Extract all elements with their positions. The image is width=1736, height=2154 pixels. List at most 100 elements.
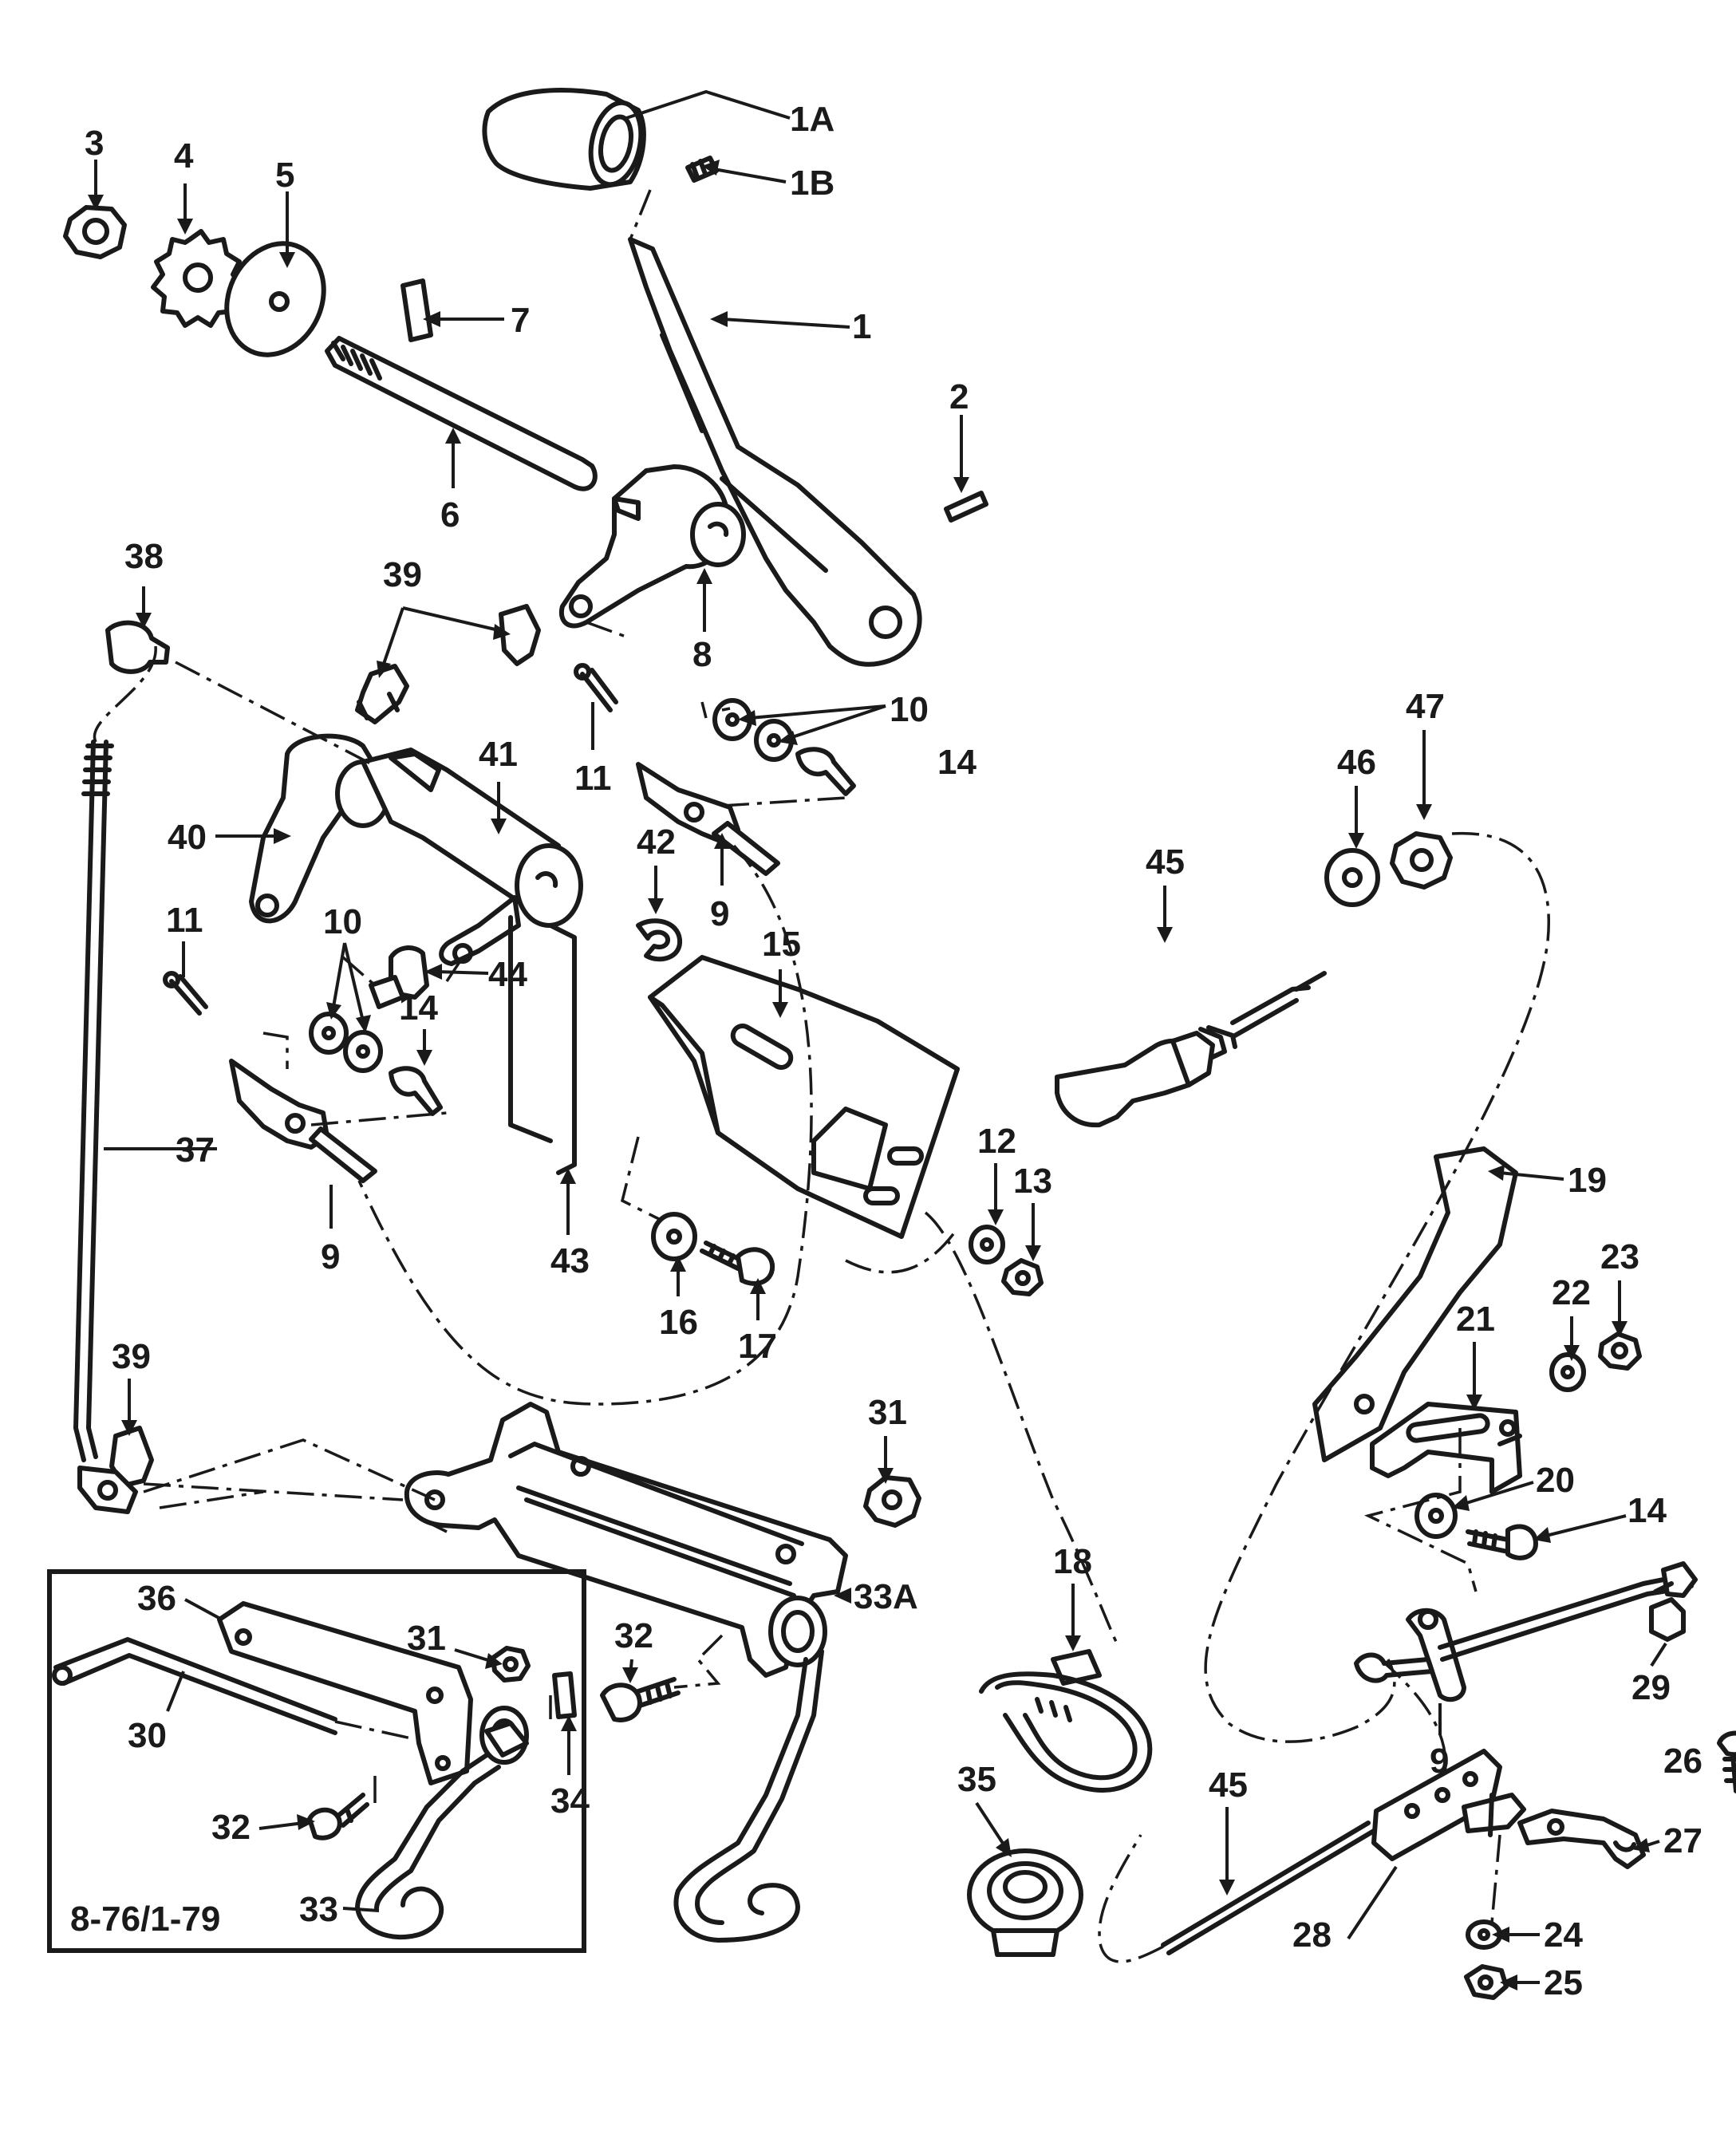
part-33-inset-pedal [355, 1706, 529, 1940]
callout-8: 8 [692, 635, 712, 674]
callout-31-upper: 31 [868, 1393, 907, 1432]
part-42-snap-ring [636, 918, 683, 962]
part-14-bolt-middle [389, 1066, 443, 1116]
part-22-lock-washer [1549, 1352, 1586, 1392]
part-32-bolt-upper [600, 1677, 681, 1722]
part-8-lever-arm [558, 464, 746, 629]
callout-33: 33 [299, 1890, 338, 1929]
part-4-star-washer [151, 229, 245, 328]
callout-36: 36 [137, 1579, 176, 1618]
callout-45-upper: 45 [1146, 842, 1185, 882]
part-31-nut-inset [491, 1646, 531, 1683]
part-27-cable-clip [1517, 1809, 1646, 1869]
part-44-swivel [369, 945, 429, 1009]
callout-13: 13 [1013, 1162, 1052, 1201]
part-9-clevis-upper [636, 762, 780, 876]
callout-10-lower: 10 [323, 902, 362, 941]
callout-5: 5 [275, 156, 294, 195]
callout-42: 42 [637, 823, 676, 862]
part-25-nut [1464, 1964, 1509, 2000]
callout-10-upper: 10 [890, 690, 929, 729]
callout-43: 43 [550, 1241, 590, 1280]
callout-21: 21 [1456, 1300, 1495, 1339]
callout-39-upper: 39 [383, 555, 422, 594]
callout-29: 29 [1631, 1668, 1671, 1707]
callout-34: 34 [550, 1781, 590, 1821]
callout-38: 38 [124, 537, 164, 576]
part-45-throttle-knob-cable [1055, 971, 1327, 1128]
part-35-rubber-grommet [967, 1848, 1083, 1957]
part-18-cable-strap [979, 1649, 1153, 1793]
part-43-link-rod [508, 915, 577, 1175]
part-23-nut [1598, 1331, 1642, 1371]
callout-7: 7 [511, 301, 530, 340]
callout-6: 6 [440, 495, 460, 535]
part-33a-pedal-bracket-assembly [404, 1402, 848, 1943]
callout-25: 25 [1544, 1963, 1583, 2002]
part-12-lock-washer [969, 1225, 1005, 1264]
callout-4: 4 [174, 136, 194, 176]
callout-leaders [88, 89, 1667, 1990]
callout-3: 3 [85, 124, 104, 163]
inset-frame [47, 1569, 586, 1953]
callout-14-middle: 14 [399, 988, 438, 1028]
callout-24: 24 [1544, 1915, 1583, 1955]
callout-30: 30 [128, 1716, 167, 1755]
callout-9-right: 9 [1430, 1742, 1449, 1781]
part-6-shaft [325, 336, 598, 491]
part-28-cable-clamp [1371, 1749, 1526, 1861]
phantom-lines [93, 189, 1550, 1963]
callout-35: 35 [957, 1760, 996, 1799]
part-3-nut [63, 205, 127, 259]
part-47-panel-nut [1390, 831, 1453, 890]
callout-31-inset: 31 [407, 1619, 446, 1658]
part-5-friction-washer [224, 241, 326, 357]
callout-32-upper: 32 [614, 1616, 653, 1655]
callout-16: 16 [659, 1303, 698, 1342]
part-21-clamp-bracket [1370, 1402, 1522, 1494]
callout-2: 2 [949, 377, 969, 416]
part-45-cable-end [1161, 1821, 1376, 1955]
part-38-swivel [105, 620, 170, 674]
part-16-flat-washer [651, 1212, 697, 1261]
callout-11-upper: 11 [574, 759, 612, 798]
callout-32-inset: 32 [211, 1808, 251, 1847]
callout-37: 37 [176, 1130, 215, 1170]
part-11-cotter-pin-lower [163, 971, 208, 1016]
part-11-cotter-pin-upper [574, 663, 618, 712]
callout-1: 1 [852, 307, 871, 346]
part-34-inset-pin [552, 1671, 577, 1719]
callout-1a: 1A [790, 100, 834, 139]
part-14-bolt-right [1466, 1524, 1538, 1560]
callout-23: 23 [1600, 1237, 1639, 1276]
part-7-roll-pin [400, 278, 433, 342]
part-26-screw [1717, 1730, 1736, 1793]
part-9-clevis-left [229, 1059, 377, 1183]
callout-9-upper: 9 [710, 894, 729, 933]
callout-40: 40 [168, 818, 207, 857]
callout-12: 12 [977, 1122, 1016, 1161]
part-20-flat-washer [1414, 1493, 1458, 1539]
callout-17: 17 [738, 1327, 777, 1366]
callout-labels: 1A 1B 1 2 3 4 5 7 6 8 38 39 10 11 14 41 … [85, 100, 1702, 2002]
callout-39-lower: 39 [112, 1337, 151, 1376]
callout-11-lower: 11 [166, 901, 203, 940]
callout-22: 22 [1552, 1273, 1591, 1312]
part-2-roll-pin [944, 491, 988, 523]
part-46-lock-washer [1324, 848, 1380, 907]
part-39-swivel-clip-lower [77, 1426, 154, 1514]
part-31-nut-upper [863, 1475, 921, 1528]
callout-15: 15 [762, 925, 801, 964]
callout-14-upper: 14 [937, 743, 977, 782]
callout-41: 41 [479, 735, 518, 774]
callout-47: 47 [1406, 687, 1445, 726]
callout-18: 18 [1053, 1542, 1092, 1581]
callout-19: 19 [1568, 1161, 1607, 1200]
callout-33a: 33A [854, 1577, 918, 1616]
part-17-bolt [700, 1241, 775, 1286]
callout-46: 46 [1337, 743, 1376, 782]
callout-14-right: 14 [1628, 1491, 1667, 1530]
part-41-cross-shaft-tube [361, 748, 583, 966]
callout-20: 20 [1536, 1461, 1575, 1500]
